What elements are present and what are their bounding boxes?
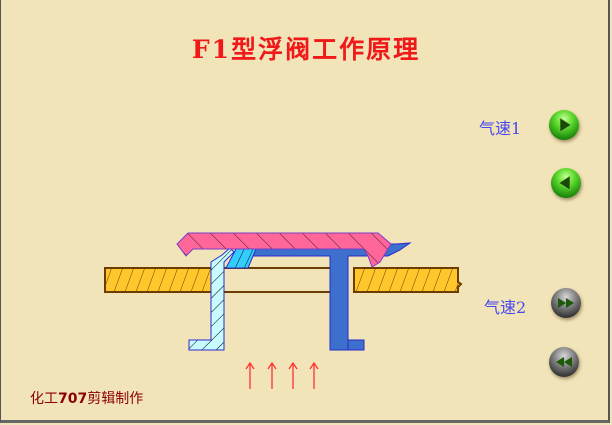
speed1-back-button[interactable] (551, 168, 581, 198)
credit-number: 707 (58, 391, 88, 407)
speed2-rewind-button[interactable] (549, 347, 579, 377)
play-back-icon (558, 175, 571, 191)
tray-plate-right (353, 267, 463, 293)
credit-suffix: 剪辑制作 (87, 391, 144, 407)
play-icon (559, 117, 572, 133)
credit-prefix: 化工 (30, 391, 58, 407)
rewind-icon (556, 357, 572, 367)
credit-text: 化工707剪辑制作 (30, 388, 143, 408)
valve-cap (176, 232, 392, 268)
valve-body (228, 242, 412, 351)
speed1-play-button[interactable] (549, 110, 579, 140)
speed2-fast-forward-button[interactable] (551, 288, 581, 318)
speed1-label: 气速1 (479, 119, 522, 138)
fast-forward-icon (558, 298, 574, 308)
tray-plate-left (104, 267, 213, 293)
valve-leg (188, 247, 235, 351)
gas-flow-arrows (245, 361, 319, 389)
page-title: F1型浮阀工作原理 (191, 35, 421, 64)
speed2-label: 气速2 (484, 298, 527, 317)
